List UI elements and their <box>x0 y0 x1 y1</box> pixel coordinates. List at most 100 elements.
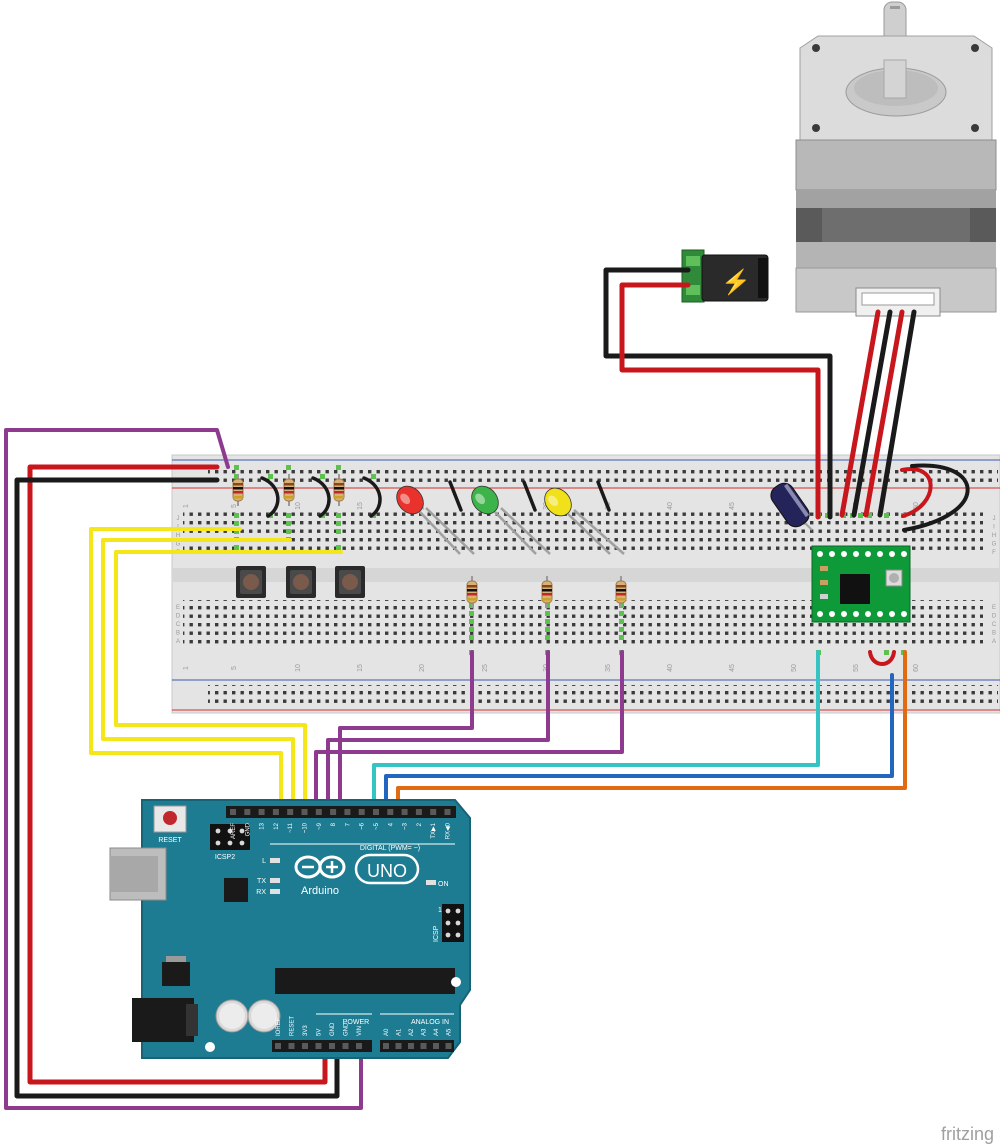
column-number: 20 <box>419 664 426 672</box>
yellow-led <box>544 487 625 555</box>
column-number: 1 <box>183 504 190 508</box>
led-resistor-3 <box>615 576 627 608</box>
digital-pin-label: ~3 <box>403 822 409 830</box>
analog-in-label: ANALOG IN <box>411 1019 449 1026</box>
leds <box>396 485 625 555</box>
row-letter: J <box>993 516 996 522</box>
row-letter: G <box>176 542 181 548</box>
digital-pin-label: TX▶1 <box>431 822 437 838</box>
digital-pin-label: AREF <box>231 823 237 839</box>
pull-down-resistor-1 <box>232 474 244 506</box>
row-letter: C <box>992 622 997 628</box>
led-jumper-1 <box>448 480 463 512</box>
led-resistor-2 <box>541 576 553 608</box>
column-number: 10 <box>295 664 302 672</box>
row-letter: A <box>992 639 996 645</box>
driver-red-jumper <box>900 467 933 518</box>
row-letter: E <box>176 605 180 611</box>
push-button-2 <box>286 566 316 598</box>
digital-pin-label: RX◀0 <box>446 822 452 839</box>
led-wire-3 <box>314 650 624 814</box>
top-rail-holes-2 <box>208 474 998 483</box>
digital-pin-label: 2 <box>417 822 423 826</box>
arduino-logo-text: Arduino <box>301 885 339 897</box>
column-number: 5 <box>231 504 238 508</box>
step-blue-wire <box>384 673 894 814</box>
column-number: 60 <box>913 502 920 510</box>
push-button-1 <box>236 566 266 598</box>
on-led-label: ON <box>438 881 449 888</box>
column-number: 15 <box>357 664 364 672</box>
column-number: 60 <box>913 664 920 672</box>
column-number: 35 <box>605 664 612 672</box>
digital-pin-label: 7 <box>345 822 351 826</box>
column-number: 45 <box>729 664 736 672</box>
led-wire-1 <box>338 650 474 814</box>
button-wire-2 <box>101 538 295 814</box>
row-letter: C <box>176 622 181 628</box>
driver-black-jumper <box>902 463 970 532</box>
column-number: 10 <box>295 502 302 510</box>
driver-bottom-red-jumper <box>868 650 896 666</box>
power-pin-label: 5V <box>317 1029 323 1036</box>
column-number: 1 <box>183 666 190 670</box>
column-number: 40 <box>667 664 674 672</box>
analog-pin-label: A5 <box>447 1028 453 1036</box>
digital-pin-label: 4 <box>388 822 394 826</box>
row-letter: F <box>992 550 996 556</box>
digital-pin-label: ~11 <box>288 822 294 832</box>
digital-pin-label: 8 <box>331 822 337 826</box>
dc-power-jack <box>132 998 194 1042</box>
red-led <box>396 485 475 555</box>
row-letter: A <box>176 639 180 645</box>
digital-pin-label: 13 <box>260 822 266 829</box>
motor-wire-1 <box>839 309 881 518</box>
analog-pin-label: A0 <box>384 1028 390 1036</box>
green-led <box>471 485 551 555</box>
analog-pin-label: A2 <box>409 1028 415 1036</box>
analog-pin-label: A1 <box>397 1028 403 1036</box>
digital-pin-label: GND <box>245 822 251 836</box>
arduino-logo-icon <box>294 855 346 879</box>
bottom-rail-holes-1 <box>208 685 998 694</box>
button-jumper-3 <box>362 476 382 518</box>
vin-purple-wire <box>4 428 363 1110</box>
power-jack: ⚡ <box>681 249 769 303</box>
digital-pin-label: 12 <box>274 822 280 829</box>
digital-pin-label: ~5 <box>374 822 380 830</box>
led-jumper-3 <box>596 480 611 512</box>
icsp-label: ICSP <box>433 925 440 942</box>
analog-pin-label: A3 <box>422 1028 428 1036</box>
push-button-3 <box>335 566 365 598</box>
5v-red-wire <box>27 464 328 1085</box>
stepper-motor <box>795 1 997 317</box>
wires <box>4 267 970 1110</box>
digital-pin-label: ~6 <box>360 822 366 830</box>
row-letter: B <box>992 631 996 637</box>
stepper-driver-board <box>811 545 911 623</box>
row-letter: B <box>176 631 180 637</box>
motor-wire-2 <box>851 309 893 518</box>
row-letter: G <box>992 542 997 548</box>
button-wire-1 <box>89 527 283 814</box>
led-resistor-1 <box>466 576 478 608</box>
analog-pins: A0 A1 A2 A3 A4 A5 <box>383 1028 453 1049</box>
led-wire-2 <box>326 650 550 814</box>
column-number: 5 <box>231 666 238 670</box>
digital-pin-label: ~9 <box>317 822 323 830</box>
pull-down-resistor-2 <box>283 474 295 506</box>
power-pin-label: GND <box>330 1022 336 1036</box>
power-label: POWER <box>343 1019 369 1026</box>
led-jumper-2 <box>522 480 537 512</box>
icsp-pin-one: 1 <box>438 907 442 914</box>
arduino-uno-board: RESET ICSP2 L TX RX Arduino UNO ON ICSP <box>109 799 471 1059</box>
row-letter: J <box>177 516 180 522</box>
button-jumper-1 <box>260 476 280 518</box>
top-rail-holes-1 <box>208 465 998 474</box>
row-letter: H <box>992 533 996 539</box>
row-letter: I <box>993 525 995 531</box>
power-pin-label: RESET <box>290 1016 296 1036</box>
analog-pin-label: A4 <box>434 1028 440 1036</box>
